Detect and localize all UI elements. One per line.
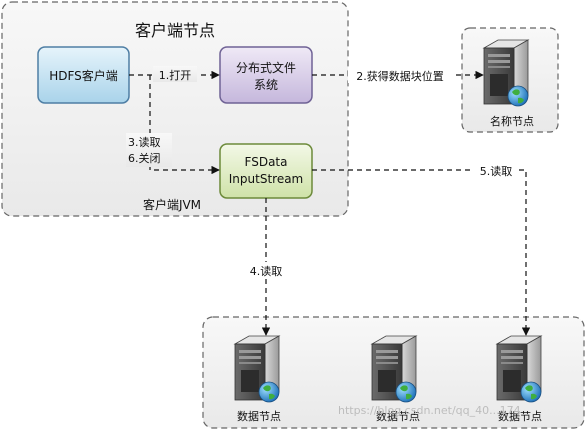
namenode-label: 名称节点 <box>490 114 534 128</box>
step-read5-label: 5.读取 <box>480 164 513 178</box>
fsdata-label-line2: InputStream <box>229 172 304 186</box>
client-jvm-label: 客户端JVM <box>143 197 201 212</box>
client-node-title: 客户端节点 <box>135 21 215 40</box>
step-open-label: 1.打开 <box>159 68 192 82</box>
arrow-read-close <box>149 75 220 175</box>
dfs-label-line1: 分布式文件 <box>236 60 296 75</box>
datanode-3-label: 数据节点 <box>498 409 542 423</box>
datanode-1-server-icon <box>234 335 280 403</box>
watermark: https://blog.csdn.net/qq_40...174 <box>338 404 521 417</box>
fsdata-inputstream-box <box>219 143 313 199</box>
step-close6-label: 6.关闭 <box>128 151 161 165</box>
step-read4-label: 4.读取 <box>250 264 283 278</box>
datanode-2-server-icon <box>371 335 417 403</box>
step-get-block-locations-label: 2.获得数据块位置 <box>356 69 444 83</box>
datanode-3-server-icon <box>496 335 542 403</box>
datanode-1-label: 数据节点 <box>237 409 281 423</box>
datanode-2-label: 数据节点 <box>376 409 420 423</box>
namenode-server-icon <box>483 39 529 107</box>
arrow-read5 <box>312 169 531 336</box>
fsdata-label-line1: FSData <box>245 155 288 169</box>
dfs-label-line2: 系统 <box>254 78 278 92</box>
dfs-box <box>219 46 313 104</box>
hdfs-client-label: HDFS客户端 <box>49 68 118 83</box>
step-read3-label: 3.读取 <box>128 135 161 149</box>
